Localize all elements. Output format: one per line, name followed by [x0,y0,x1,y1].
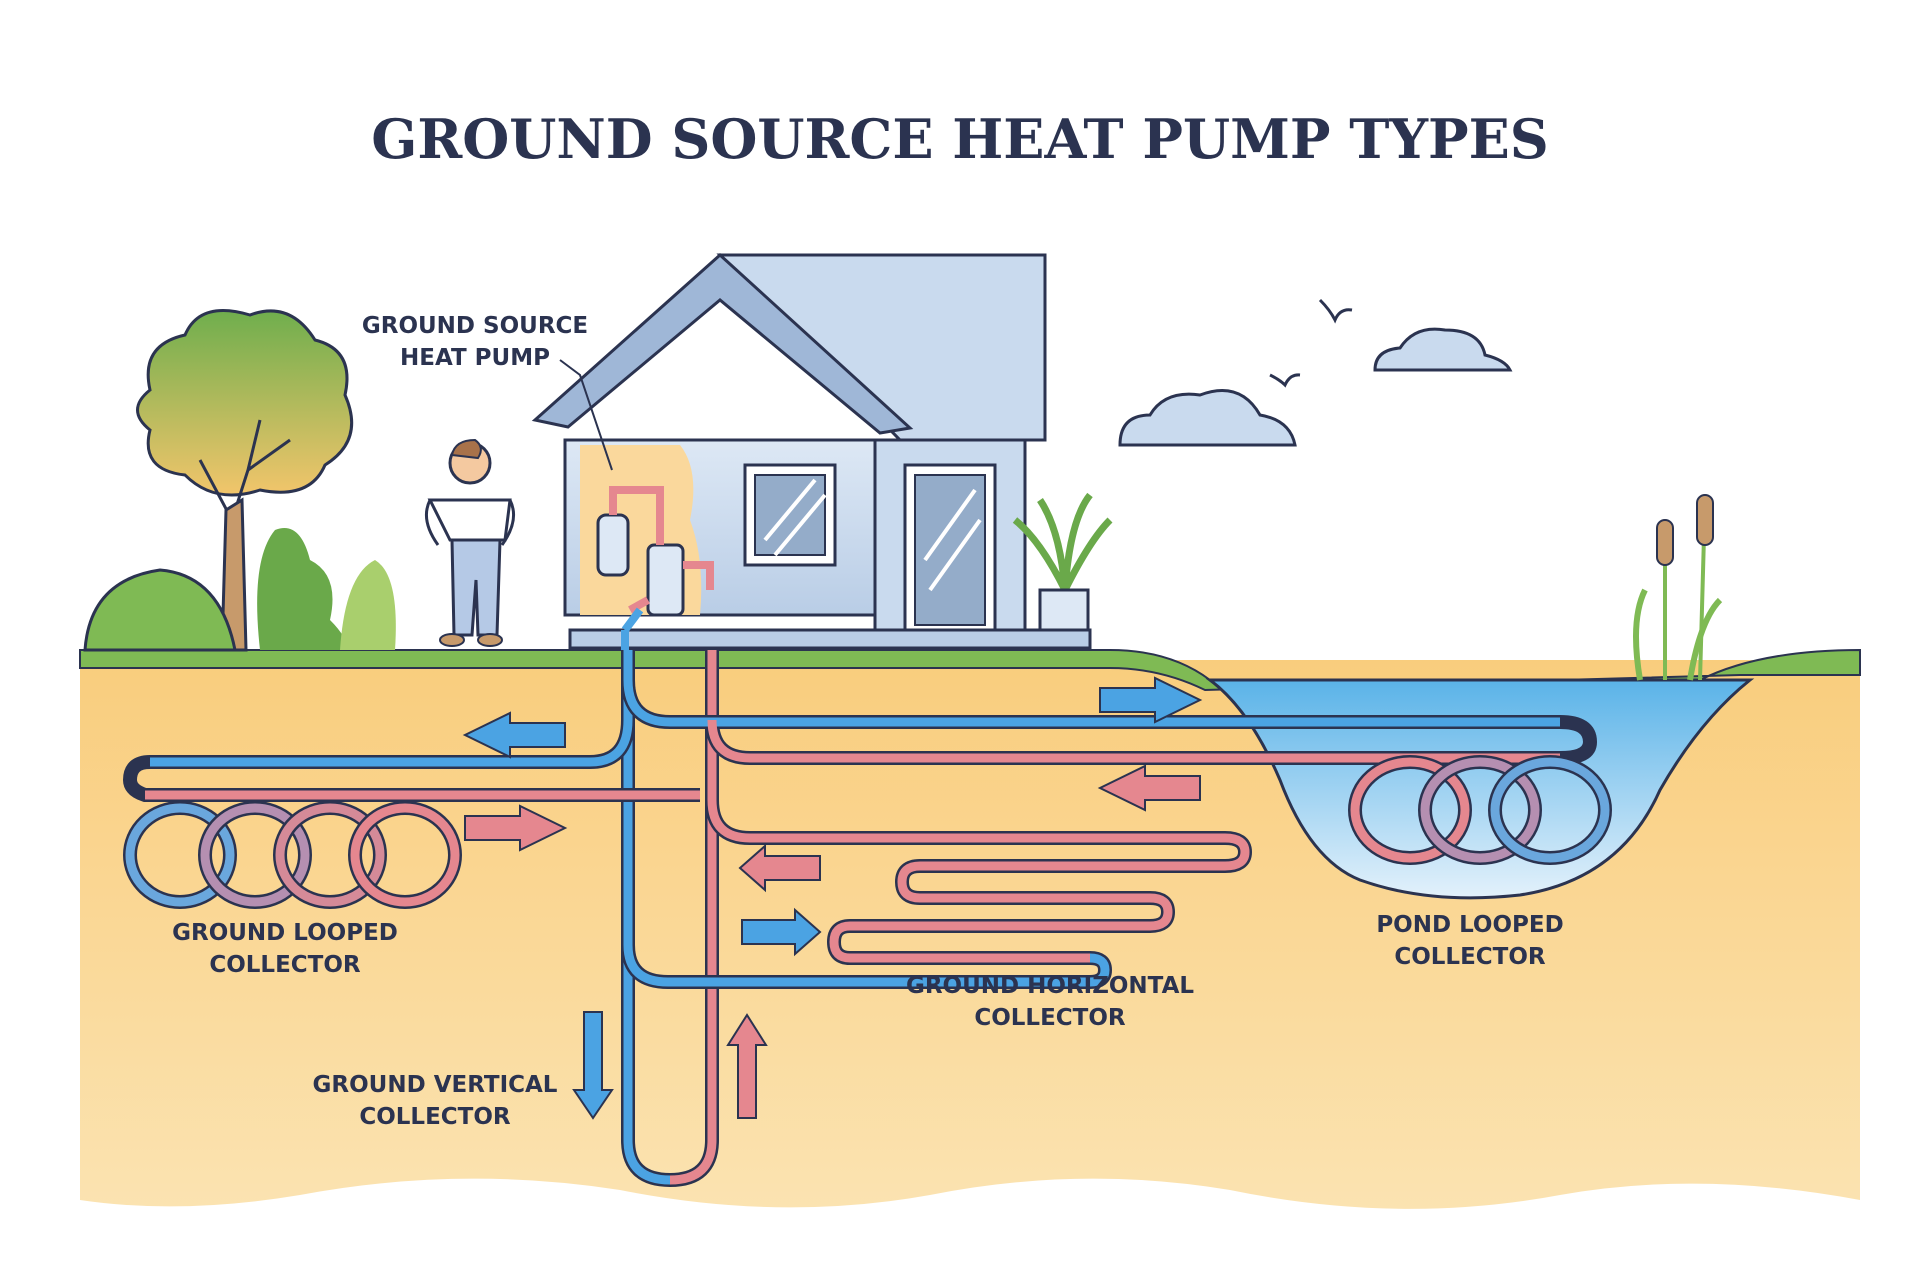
arrow-left-cold [462,711,566,759]
pond-loop-coils [1348,755,1612,865]
label-ground-looped: GROUND LOOPED COLLECTOR [172,920,398,978]
label-ground-looped-line1: GROUND LOOPED [172,920,398,946]
birds [1269,298,1353,388]
label-ground-vertical-line1: GROUND VERTICAL [313,1072,558,1098]
pond [1205,678,1755,900]
tree [136,309,354,652]
arrow-right-cold-pond [1099,676,1203,724]
label-ground-horizontal-line2: COLLECTOR [974,1005,1126,1031]
label-pond-looped: POND LOOPED COLLECTOR [1376,912,1563,970]
clouds [1118,327,1513,447]
arrow-right-cold-horizontal [741,907,822,957]
label-heat-pump-line2: HEAT PUMP [400,345,550,371]
label-heat-pump-line1: GROUND SOURCE [362,313,588,339]
diagram-title: GROUND SOURCE HEAT PUMP TYPES [371,107,1549,171]
arrow-down-cold [572,1011,614,1120]
label-heat-pump: GROUND SOURCE HEAT PUMP [362,313,588,371]
ground-loop-coils [123,801,462,909]
label-ground-horizontal: GROUND HORIZONTAL COLLECTOR [906,973,1194,1031]
pipe-network [122,650,1612,1188]
reeds [1633,494,1723,681]
flow-arrows [462,676,1203,1120]
arrow-left-warm-pond [1097,764,1201,812]
label-ground-vertical: GROUND VERTICAL COLLECTOR [313,1072,558,1130]
label-ground-vertical-line2: COLLECTOR [359,1104,511,1130]
arrow-right-warm [464,804,568,852]
label-ground-horizontal-line1: GROUND HORIZONTAL [906,973,1194,999]
potted-plant [1012,492,1113,632]
house [531,252,1092,650]
arrow-up-warm [726,1013,768,1119]
arrow-left-warm-horizontal [738,843,821,893]
person [424,438,516,647]
label-pond-looped-line2: COLLECTOR [1394,944,1546,970]
label-pond-looped-line1: POND LOOPED [1376,912,1563,938]
bushes [83,528,396,652]
heat-pump-leader [559,359,613,471]
label-ground-looped-line2: COLLECTOR [209,952,361,978]
